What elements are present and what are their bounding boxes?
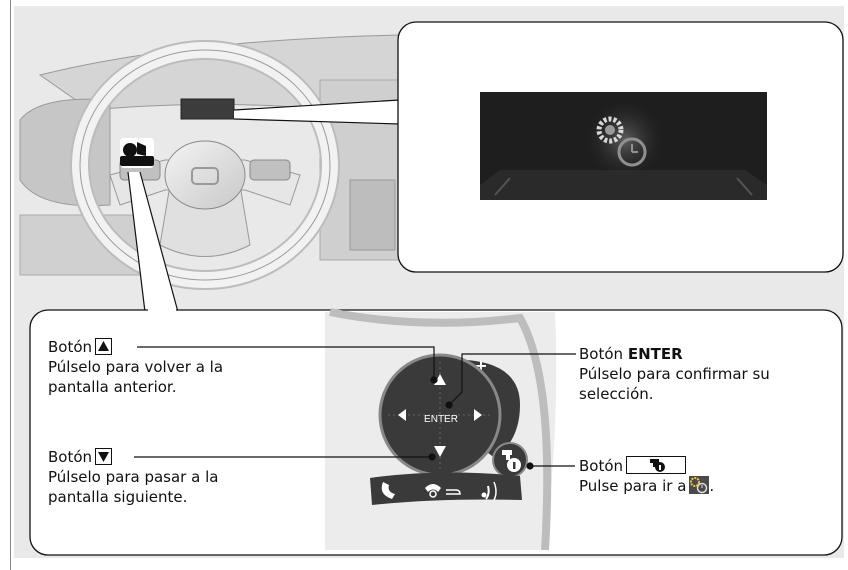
switch-leader bbox=[127, 171, 179, 313]
enter-button-desc-line1: Púlselo para confirmar su bbox=[579, 365, 770, 383]
info-button-desc: Pulse para ir a bbox=[579, 477, 687, 495]
enter-button-label[interactable]: ENTER bbox=[424, 414, 458, 425]
enter-button-callout-label: Botón bbox=[579, 345, 624, 363]
enter-button-desc-line2: selección. bbox=[579, 385, 654, 403]
steering-wheel bbox=[70, 40, 340, 290]
down-triangle-icon bbox=[95, 448, 113, 465]
gear-icon bbox=[596, 116, 624, 144]
steering-switch-icon bbox=[120, 138, 154, 168]
clock-icon bbox=[617, 137, 647, 167]
up-button-label: Botón bbox=[48, 338, 93, 356]
down-button-desc-line1: Púlselo para pasar a la bbox=[48, 468, 219, 486]
down-button-callout: Botón Púlselo para pasar a la pantalla s… bbox=[48, 447, 218, 507]
info-button-callout-label: Botón bbox=[579, 457, 624, 475]
wheel-up-arrow[interactable] bbox=[434, 374, 446, 385]
info-button-icon[interactable] bbox=[492, 442, 528, 478]
up-button-callout: Botón Púlselo para volver a la pantalla … bbox=[48, 337, 223, 397]
multi-info-display bbox=[480, 92, 767, 200]
wheel-down-arrow[interactable] bbox=[434, 446, 446, 457]
up-button-desc-line2: pantalla anterior. bbox=[48, 378, 177, 396]
destination-clock-icon bbox=[689, 476, 710, 494]
callout-leaders bbox=[134, 346, 576, 470]
phone-icon[interactable] bbox=[381, 482, 395, 499]
info-button-desc-end: . bbox=[709, 477, 715, 495]
page-frame bbox=[10, 0, 848, 570]
dashboard-illustration bbox=[19, 34, 401, 290]
info-button-inline-icon bbox=[626, 456, 687, 474]
voice-command-icon[interactable] bbox=[481, 481, 497, 501]
instrument-display-highlight bbox=[180, 98, 235, 120]
hang-up-back-icon[interactable] bbox=[425, 484, 461, 498]
down-button-label: Botón bbox=[48, 448, 93, 466]
wheel-right-arrow[interactable] bbox=[474, 409, 482, 421]
display-leader bbox=[233, 99, 401, 125]
steering-switch-closeup: + – ENTER bbox=[325, 308, 557, 551]
up-button-desc-line1: Púlselo para volver a la bbox=[48, 358, 224, 376]
enter-button-callout-name: ENTER bbox=[627, 345, 683, 363]
enter-button-callout: Botón ENTER Púlselo para confirmar su se… bbox=[579, 344, 770, 404]
up-triangle-icon bbox=[95, 338, 113, 355]
down-button-desc-line2: pantalla siguiente. bbox=[48, 488, 188, 506]
wheel-left-arrow[interactable] bbox=[398, 409, 406, 421]
info-button-callout: Botón Pulse para ir a. bbox=[579, 456, 714, 496]
